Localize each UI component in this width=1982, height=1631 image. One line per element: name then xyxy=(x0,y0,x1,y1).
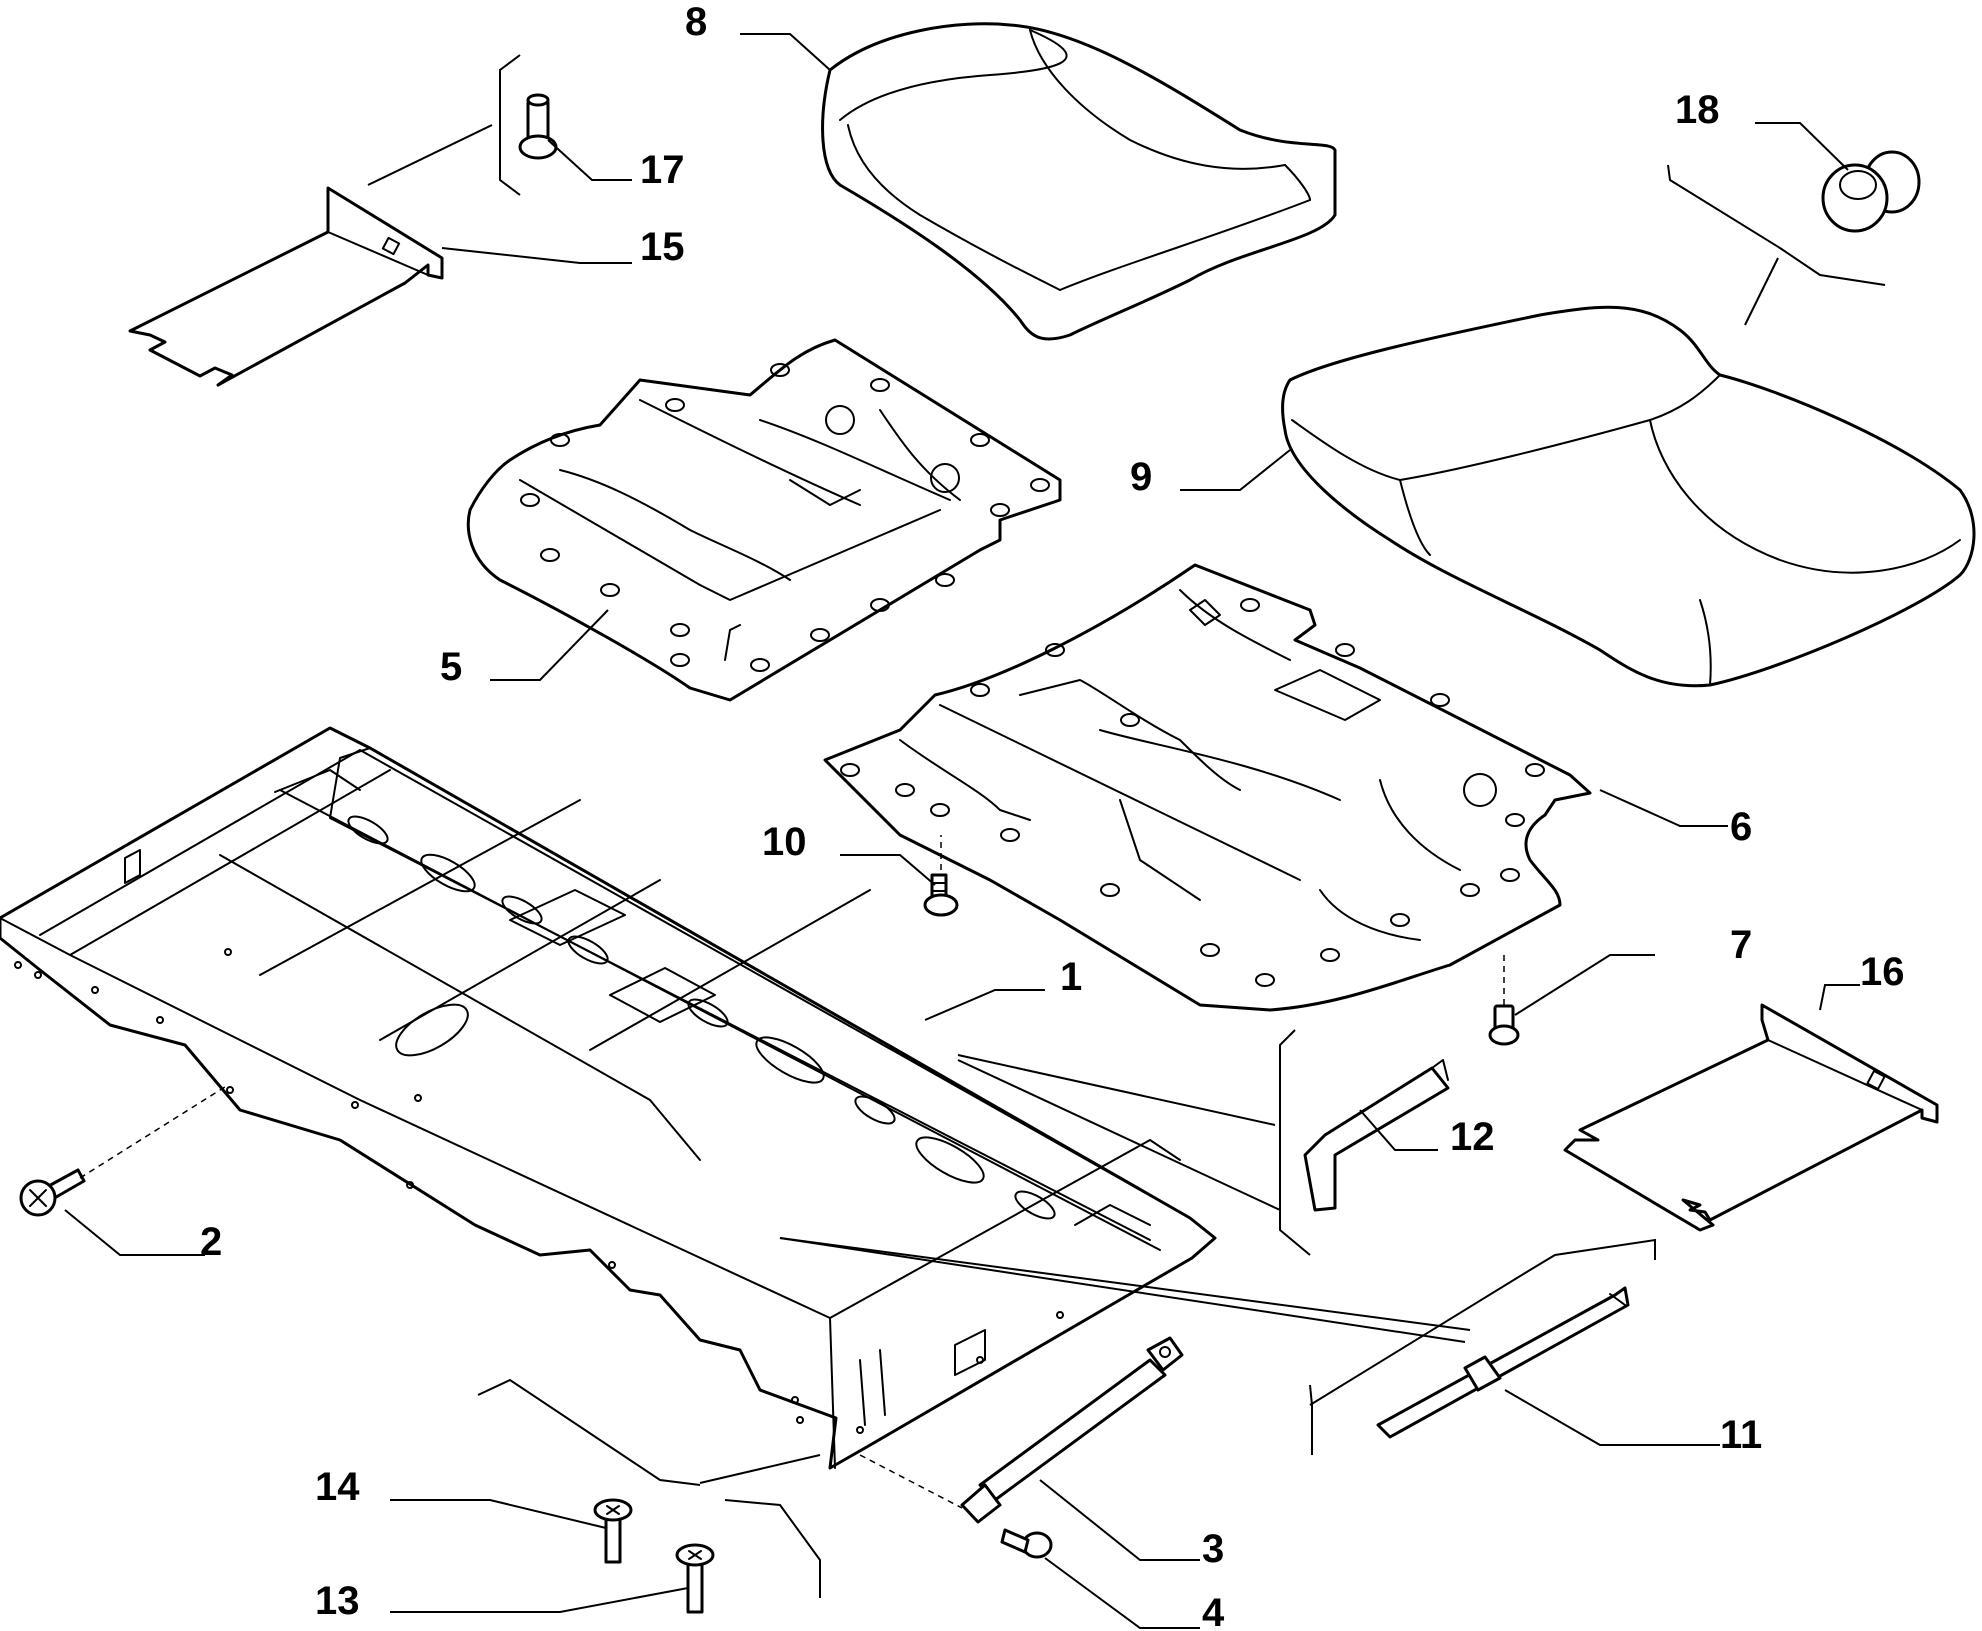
part-6-seat-pan xyxy=(823,563,1592,1012)
part-16-bracket xyxy=(1563,1003,1939,1232)
part-13-screw xyxy=(675,1543,715,1614)
part-3-rod xyxy=(960,1336,1184,1524)
part-2-screw xyxy=(19,1168,86,1217)
assembly-lines xyxy=(79,835,1505,1509)
callout-14: 14 xyxy=(315,1465,360,1509)
part-8-seat-cushion xyxy=(821,22,1337,341)
callout-9: 9 xyxy=(1130,455,1152,499)
callout-8: 8 xyxy=(685,0,707,44)
callout-3: 3 xyxy=(1202,1527,1224,1571)
part-7-bolt xyxy=(1488,1004,1520,1046)
callout-13: 13 xyxy=(315,1579,360,1623)
callout-12: 12 xyxy=(1450,1115,1495,1159)
callout-5: 5 xyxy=(440,645,462,689)
callout-6: 6 xyxy=(1730,805,1752,849)
callout-4: 4 xyxy=(1202,1591,1225,1631)
part-15-bracket xyxy=(128,186,444,387)
part-9-seat-cushion xyxy=(1281,305,1976,688)
part-12-clip xyxy=(1303,1059,1450,1212)
callout-10: 10 xyxy=(762,820,807,864)
leader-lines xyxy=(64,33,1860,1629)
callout-18: 18 xyxy=(1675,88,1720,132)
part-5-seat-pan xyxy=(466,338,1062,702)
callout-11: 11 xyxy=(1720,1413,1762,1457)
callout-2: 2 xyxy=(200,1220,222,1264)
callout-1: 1 xyxy=(1060,955,1082,999)
callout-17: 17 xyxy=(640,148,685,192)
group-brackets xyxy=(367,54,1886,1598)
part-1-seat-frame xyxy=(0,726,1217,1470)
callout-15: 15 xyxy=(640,225,685,269)
part-17-bolt xyxy=(518,93,558,160)
callout-16: 16 xyxy=(1860,950,1905,994)
part-18-knob xyxy=(1821,150,1921,233)
part-14-screw xyxy=(593,1498,633,1564)
callout-labels: 8 17 15 18 9 5 6 10 7 16 1 12 2 11 14 3 … xyxy=(200,0,1905,1631)
part-11-strap xyxy=(1376,1286,1630,1439)
part-4-nut xyxy=(1000,1528,1053,1559)
part-10-bolt xyxy=(923,873,959,917)
callout-7: 7 xyxy=(1730,923,1752,967)
